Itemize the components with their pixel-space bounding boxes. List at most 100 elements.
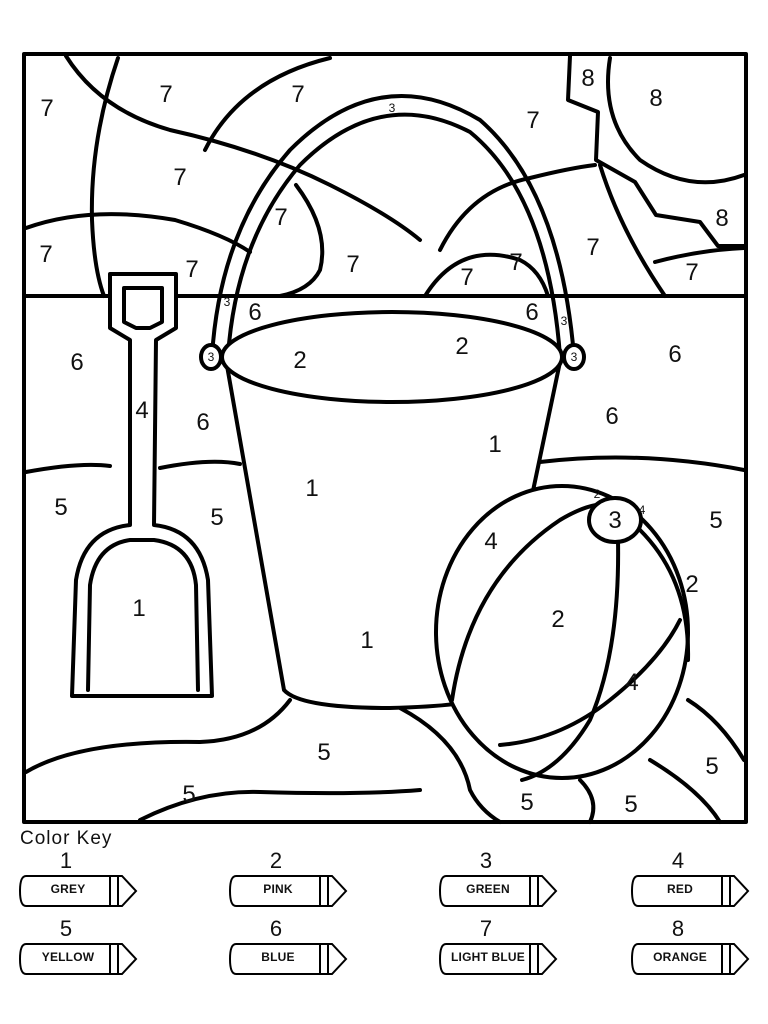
color-key-item: 7 LIGHT BLUE: [438, 916, 558, 978]
sun-rays: [566, 54, 746, 248]
key-number: 4: [671, 848, 685, 873]
shovel-grip-hole: [122, 286, 164, 330]
key-number: 8: [671, 916, 685, 941]
key-number: 3: [479, 848, 493, 873]
color-key-item: 4 RED: [630, 848, 750, 910]
region-number: 7: [460, 264, 473, 291]
region-number: 6: [248, 299, 261, 326]
crayon-icon: [630, 875, 750, 907]
region-number: 6: [70, 349, 83, 376]
crayon-icon: [18, 943, 138, 975]
ball-stripe: [638, 528, 691, 662]
region-number: 1: [305, 475, 318, 502]
sky-line: [24, 212, 252, 254]
coloring-page: 7 7 7 7 7 7 7 7 7 7 7 7 7 7 8 8 8 6 6 6 …: [22, 52, 748, 824]
key-label: GREY: [50, 882, 86, 896]
region-number: 4: [484, 528, 497, 555]
region-number: 5: [520, 789, 533, 816]
ball-cap: [587, 496, 643, 544]
region-number: 7: [346, 251, 359, 278]
region-number: 7: [185, 256, 198, 283]
color-key-item: 2 PINK: [228, 848, 348, 910]
region-number: 7: [685, 259, 698, 286]
key-number: 6: [269, 916, 283, 941]
key-number: 2: [269, 848, 283, 873]
bucket-handle: [210, 94, 576, 358]
crayon-icon: [18, 875, 138, 907]
region-number: 7: [159, 81, 172, 108]
region-number: 8: [715, 205, 728, 232]
region-number: 8: [649, 85, 662, 112]
region-number: 5: [182, 781, 195, 808]
key-label: RED: [667, 882, 693, 896]
sky-line: [653, 246, 746, 264]
sand-line: [138, 788, 422, 822]
region-number: 7: [586, 234, 599, 261]
region-number: 1: [488, 431, 501, 458]
bucket-handle: [226, 112, 562, 358]
crayon-icon: [438, 943, 558, 975]
color-key-item: 3 GREEN: [438, 848, 558, 910]
crayon-icon: [438, 875, 558, 907]
region-number-small: 4: [639, 503, 646, 517]
sky-line: [278, 183, 325, 298]
region-number: 2: [551, 606, 564, 633]
crayon-icon: [630, 943, 750, 975]
key-number: 7: [479, 916, 493, 941]
sand-line: [686, 698, 746, 762]
color-key-item: 1 GREY: [18, 848, 138, 910]
key-label: ORANGE: [653, 950, 707, 964]
region-number: 6: [668, 341, 681, 368]
region-number: 2: [685, 571, 698, 598]
region-number-small: 3: [224, 295, 231, 309]
sky-line: [423, 252, 550, 298]
region-number: 4: [135, 397, 148, 424]
sand-line: [578, 778, 596, 824]
region-number: 2: [293, 347, 306, 374]
region-number-small: 3: [561, 314, 568, 328]
shovel-blade-edge: [86, 538, 200, 692]
region-number: 7: [526, 107, 539, 134]
region-number: 5: [624, 791, 637, 818]
region-number: 5: [210, 504, 223, 531]
sand-line: [158, 459, 242, 470]
sand-line: [24, 698, 292, 774]
region-number: 7: [40, 95, 53, 122]
region-number-small: 3: [208, 350, 215, 364]
region-number: 1: [132, 595, 145, 622]
color-key-item: 8 ORANGE: [630, 916, 750, 978]
sand-line: [398, 706, 502, 824]
sand-line: [648, 758, 722, 824]
region-number: 4: [625, 669, 638, 696]
region-number: 2: [455, 333, 468, 360]
color-key-title: Color Key: [20, 828, 113, 849]
region-number: 6: [605, 403, 618, 430]
region-number: 7: [39, 241, 52, 268]
region-number: 5: [709, 507, 722, 534]
sand-line: [538, 455, 746, 472]
ball-stripe: [498, 618, 682, 747]
region-number: 3: [608, 507, 621, 534]
sky-line: [64, 54, 422, 242]
bucket-rim: [220, 310, 564, 404]
region-number-small: 2: [594, 487, 601, 501]
region-number: 8: [581, 65, 594, 92]
crayon-icon: [228, 943, 348, 975]
region-number: 1: [360, 627, 373, 654]
region-number: 5: [705, 753, 718, 780]
region-number: 7: [173, 164, 186, 191]
shovel: [70, 272, 214, 698]
region-number: 6: [525, 299, 538, 326]
sky-line: [203, 56, 332, 152]
key-label: PINK: [263, 882, 293, 896]
region-number: 5: [317, 739, 330, 766]
key-label: GREEN: [466, 882, 510, 896]
crayon-icon: [228, 875, 348, 907]
region-number: 7: [291, 81, 304, 108]
ball-stripe: [450, 503, 598, 702]
region-number-small: 3: [389, 101, 396, 115]
key-label: BLUE: [261, 950, 295, 964]
key-number: 1: [59, 848, 73, 873]
key-label: YELLOW: [41, 950, 95, 964]
region-number-small: 3: [571, 350, 578, 364]
